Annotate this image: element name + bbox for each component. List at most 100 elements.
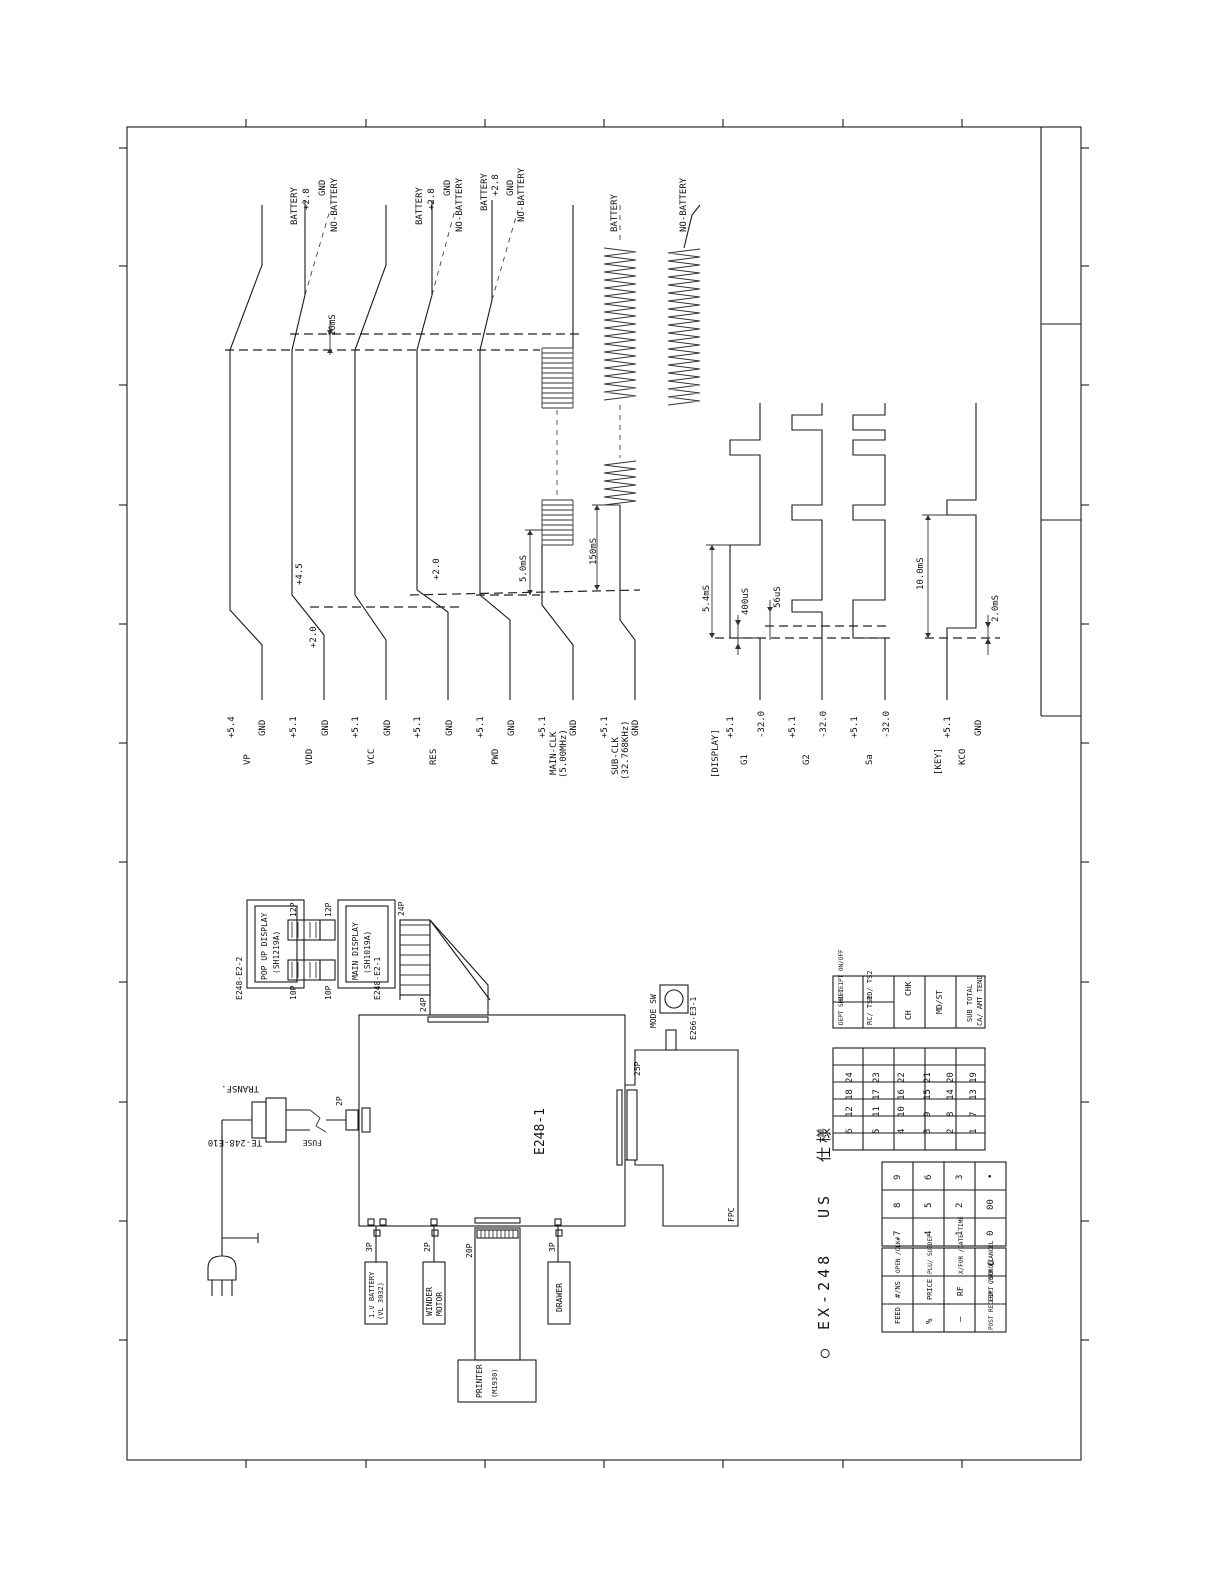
nkey-0: 0 <box>986 1231 996 1236</box>
nkey-00: 00 <box>986 1199 996 1210</box>
dkey-18: 18 <box>845 1089 855 1100</box>
anno-v28-3: +2.8 <box>491 174 501 196</box>
dkey-20: 20 <box>946 1072 956 1083</box>
waveform-kco <box>946 403 977 700</box>
dkey-10: 10 <box>897 1106 907 1117</box>
anno-v20-2: +2.0 <box>432 558 442 580</box>
anno-150ms: 150mS <box>589 538 599 565</box>
dkey-7: 7 <box>969 1112 979 1117</box>
anno-battery-4: BATTERY <box>610 193 620 232</box>
dkey-21: 21 <box>923 1072 933 1083</box>
dkey-3: 3 <box>923 1129 933 1134</box>
anno-gnd-2: GND <box>443 180 453 196</box>
waveform-sa <box>852 403 886 700</box>
fkey-price: PRICE <box>926 1279 934 1300</box>
dkey-8: 8 <box>946 1112 956 1117</box>
fkey-feed: FEED <box>894 1307 902 1324</box>
level-g2-hi: +5.1 <box>788 716 798 738</box>
main-display <box>337 899 396 989</box>
title-block: ○ EX-248 US 仕様 <box>815 1124 833 1358</box>
nkey-7: 7 <box>893 1231 903 1236</box>
sub-clk-zigzag-high <box>603 247 637 401</box>
mode-switch-knob-icon <box>664 989 684 1009</box>
level-vp-lo: GND <box>258 720 268 736</box>
level-sa-hi: +5.1 <box>850 716 860 738</box>
anno-nobattery-1: NO-BATTERY <box>330 177 340 232</box>
dkey-13: 13 <box>969 1089 979 1100</box>
fkey-rf: RF <box>956 1286 965 1296</box>
waveform-sub-clk <box>619 505 636 700</box>
level-mainclk-lo: GND <box>569 720 579 736</box>
anno-nobattery-4: NO-BATTERY <box>679 177 689 232</box>
fpc-cable <box>625 1049 739 1227</box>
label-battery: 1.V BATTERY <box>368 1271 376 1318</box>
title-spec: 仕様 <box>815 1124 833 1162</box>
keyboard-layout: FEED % — POST RECEIPT /SCROLL #/NS PRICE… <box>832 949 1007 1333</box>
waveform-res <box>416 294 449 700</box>
fkey-post-receipt: POST RECEIPT /SCROLL <box>988 1257 995 1330</box>
label-10p-main: 10P <box>324 985 333 1000</box>
dkey-2: 2 <box>946 1129 956 1134</box>
waveform-g1 <box>729 403 761 700</box>
title-bullet: ○ <box>815 1345 833 1358</box>
signal-name-vp: VP <box>243 754 253 765</box>
anno-v28-2: +2.8 <box>427 188 437 210</box>
nkey-2: 2 <box>955 1203 965 1208</box>
rkey-dept-shift: DEPT SHIFT <box>838 988 845 1025</box>
dkey-1: 1 <box>969 1129 979 1134</box>
dkey-15: 15 <box>923 1089 933 1100</box>
anno-v28-1: +2.8 <box>302 188 312 210</box>
nkey-3: 3 <box>955 1175 965 1180</box>
dkey-23: 23 <box>872 1072 882 1083</box>
anno-10ms: 10mS <box>328 314 338 336</box>
drawing-frame <box>119 119 1089 1468</box>
title-region: US <box>815 1192 833 1218</box>
anno-nobattery-2: NO-BATTERY <box>455 177 465 232</box>
nkey-9: 9 <box>893 1175 903 1180</box>
keyboard-numeric-keys: 7 4 1 0 8 5 2 00 9 6 3 • <box>881 1161 1007 1247</box>
anno-gnd-1: GND <box>318 180 328 196</box>
waveform-vp <box>229 205 263 700</box>
nkey-4: 4 <box>924 1231 934 1236</box>
anno-gnd-3: GND <box>506 180 516 196</box>
label-2p-winder: 2P <box>423 1242 432 1252</box>
dkey-4: 4 <box>897 1129 907 1134</box>
rkey-ch: CH <box>904 1010 913 1020</box>
label-battery-part: (VL 3032) <box>377 1282 385 1320</box>
anno-100ms: 10.0mS <box>916 557 926 590</box>
timing-diagram: BATTERY +2.8 GND NO-BATTERY BATTERY +2.8… <box>225 167 1001 780</box>
label-e266: E266-E3-1 <box>689 996 698 1040</box>
fkey-percent: % <box>925 1318 935 1324</box>
rkey-md-st: MD/ST <box>935 990 944 1014</box>
drawer <box>547 1261 571 1325</box>
label-10p-popup: 10P <box>289 985 298 1000</box>
label-fpc: FPC <box>727 1207 736 1222</box>
label-3p-battery: 3P <box>365 1242 374 1252</box>
label-12p-popup: 12P <box>289 902 298 917</box>
dkey-6: 6 <box>845 1129 855 1134</box>
anno-20ms: 2.0mS <box>991 595 1001 622</box>
label-12p-main: 12P <box>324 902 333 917</box>
level-vdd-hi: +5.1 <box>289 716 299 738</box>
level-res-hi: +5.1 <box>413 716 423 738</box>
main-clk-burst-high <box>541 347 574 409</box>
main-clk-burst-low <box>541 499 574 546</box>
level-vp-hi: +5.4 <box>227 716 237 738</box>
level-res-lo: GND <box>445 720 455 736</box>
label-te248: TE-248-E10 <box>208 1137 262 1147</box>
transformer <box>222 1097 371 1143</box>
dkey-16: 16 <box>897 1089 907 1100</box>
fkey-ns: #/NS <box>894 1281 902 1298</box>
rkey-sub-total: SUB TOTAL <box>966 984 974 1022</box>
dkey-11: 11 <box>872 1106 882 1117</box>
nkey-5: 5 <box>924 1203 934 1208</box>
mode-switch <box>659 984 689 1014</box>
dkey-5: 5 <box>872 1129 882 1134</box>
label-popup-display: POP UP DISPLAY <box>260 912 269 980</box>
fkey-clear: C <box>987 1261 997 1266</box>
group-display: [DISPLAY] <box>711 729 721 778</box>
label-20p: 20P <box>465 1243 474 1258</box>
fkey-err-corr: ERR. CORR /CANCEL <box>988 1240 995 1302</box>
label-e248-e2-1: E248-E2-1 <box>373 956 382 1000</box>
